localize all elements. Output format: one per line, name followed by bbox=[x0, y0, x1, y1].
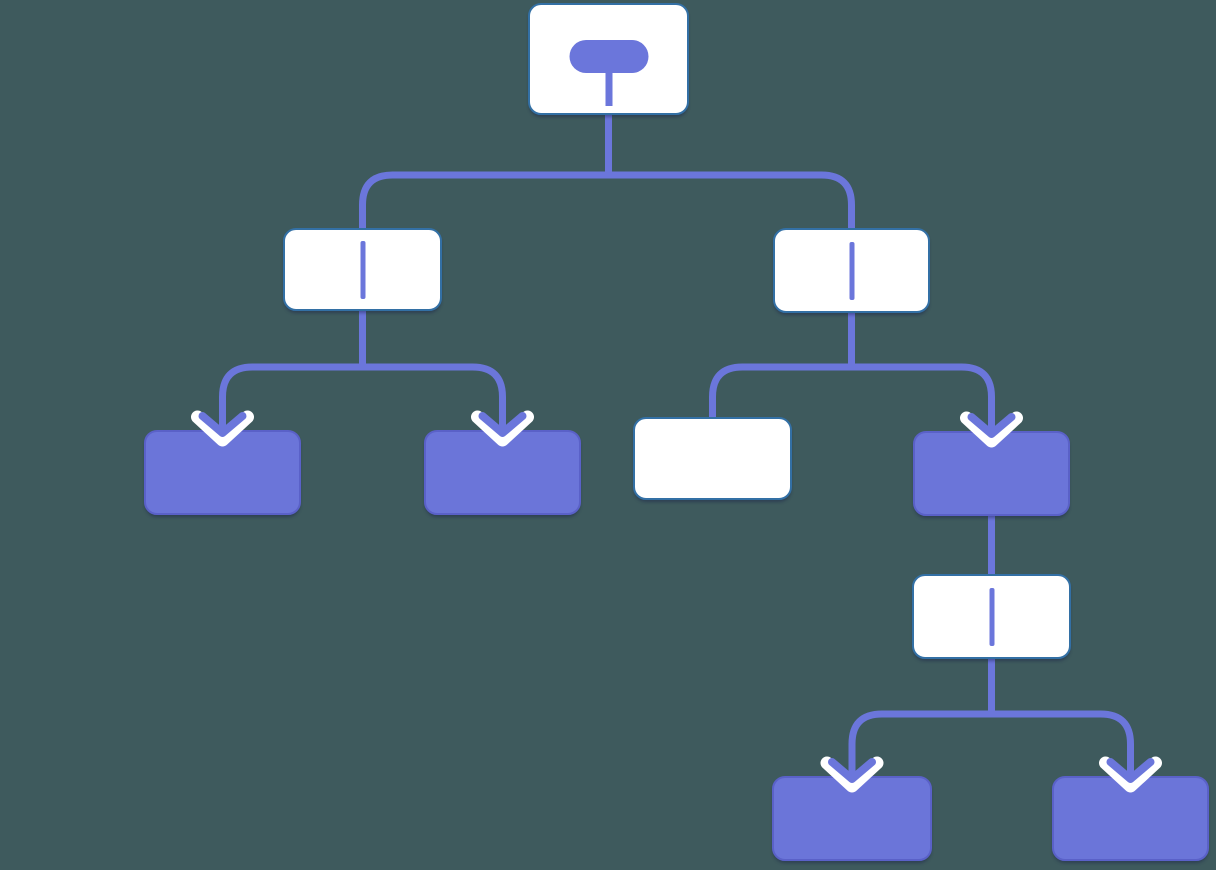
arrow-outline-chevron bbox=[471, 410, 534, 447]
arrow-chevron bbox=[1106, 758, 1155, 783]
collapse-arrow-icon[interactable] bbox=[820, 744, 884, 793]
collapse-arrow-icon[interactable] bbox=[960, 399, 1023, 448]
pass-through-line-icon bbox=[360, 240, 365, 299]
tree-node-plain-leaf[interactable] bbox=[633, 417, 792, 500]
pill-stem bbox=[605, 73, 612, 106]
pass-through-line-icon bbox=[849, 241, 854, 300]
arrow-outline-chevron bbox=[191, 410, 254, 447]
tree-edge bbox=[219, 310, 366, 433]
tree-edge bbox=[359, 310, 506, 433]
arrow-chevron bbox=[967, 413, 1016, 438]
tree-edge bbox=[848, 312, 995, 434]
tree-node-right-group[interactable] bbox=[773, 228, 930, 313]
arrow-outline-chevron bbox=[1099, 756, 1162, 793]
tree-edge bbox=[709, 312, 855, 420]
tree-edge bbox=[848, 658, 995, 779]
root-pill-icon bbox=[569, 40, 648, 106]
arrow-chevron bbox=[828, 758, 876, 783]
tree-node-left-group[interactable] bbox=[283, 228, 442, 311]
tree-node-mid-group[interactable] bbox=[912, 574, 1071, 659]
arrow-outline-chevron bbox=[820, 756, 884, 793]
tree-edge bbox=[359, 114, 612, 231]
collapse-arrow-icon[interactable] bbox=[191, 398, 254, 447]
pill-shape bbox=[569, 40, 648, 73]
arrow-chevron bbox=[198, 412, 247, 437]
pass-through-line-icon bbox=[989, 587, 994, 646]
tree-node-root[interactable] bbox=[528, 3, 689, 115]
tree-edge bbox=[988, 658, 1134, 779]
tree-edge bbox=[605, 114, 855, 231]
collapse-arrow-icon[interactable] bbox=[471, 398, 534, 447]
collapse-arrow-icon[interactable] bbox=[1099, 744, 1162, 793]
arrow-outline-chevron bbox=[960, 411, 1023, 448]
arrow-chevron bbox=[478, 412, 527, 437]
